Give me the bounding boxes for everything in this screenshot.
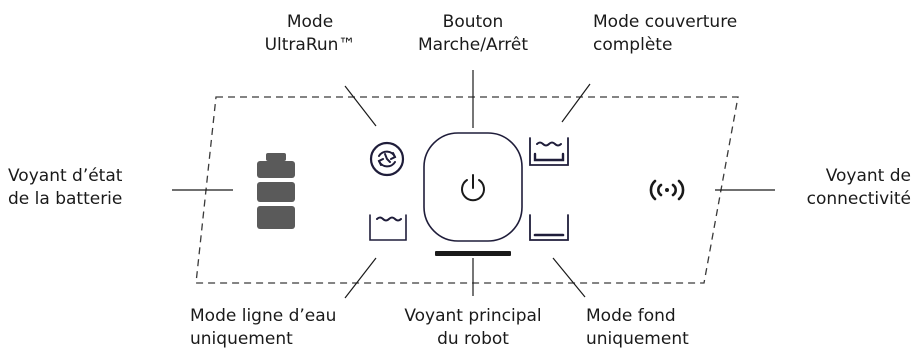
battery-icon — [257, 153, 295, 229]
callout-line-full-coverage — [561, 83, 591, 123]
connectivity-icon — [649, 179, 685, 201]
panel-outline — [195, 96, 739, 284]
label-connectivity: Voyant de connectivité — [780, 165, 911, 211]
label-main-light-line2: du robot — [437, 329, 509, 349]
label-power-line1: Bouton — [442, 12, 504, 32]
label-waterline: Mode ligne d’eau uniquement — [190, 305, 365, 351]
power-icon — [461, 174, 485, 202]
power-button[interactable] — [423, 132, 523, 242]
label-full-coverage-line1: Mode couverture — [593, 12, 738, 32]
callout-lines — [172, 70, 775, 299]
ultrarun-icon — [369, 141, 405, 177]
callout-line-ultrarun — [344, 85, 377, 127]
label-ultrarun-line2: UltraRun™ — [264, 35, 356, 55]
label-ultrarun: Mode UltraRun™ — [250, 11, 370, 57]
label-battery: Voyant d’état de la batterie — [8, 165, 173, 211]
label-waterline-line2: uniquement — [190, 329, 293, 349]
floor-only-icon — [529, 214, 569, 241]
label-connectivity-line2: connectivité — [806, 189, 911, 209]
waterline-icon — [369, 214, 407, 241]
label-floor-only: Mode fond uniquement — [586, 305, 716, 351]
label-floor-only-line2: uniquement — [586, 329, 689, 349]
callout-line-floor-only — [552, 257, 586, 298]
label-full-coverage-line2: complète — [593, 35, 673, 55]
label-main-light: Voyant principal du robot — [388, 305, 558, 351]
label-power: Bouton Marche/Arrêt — [403, 11, 543, 57]
label-floor-only-line1: Mode fond — [586, 306, 676, 326]
label-connectivity-line1: Voyant de — [825, 166, 911, 186]
label-battery-line2: de la batterie — [8, 189, 123, 209]
callout-line-waterline — [344, 257, 377, 299]
label-main-light-line1: Voyant principal — [404, 306, 542, 326]
label-full-coverage: Mode couverture complète — [593, 11, 763, 57]
label-power-line2: Marche/Arrêt — [417, 35, 529, 55]
label-waterline-line1: Mode ligne d’eau — [190, 306, 337, 326]
label-battery-line1: Voyant d’état — [8, 166, 123, 186]
full-coverage-icon — [529, 137, 569, 166]
label-ultrarun-line1: Mode — [286, 12, 334, 32]
main-light-bar — [435, 251, 511, 256]
